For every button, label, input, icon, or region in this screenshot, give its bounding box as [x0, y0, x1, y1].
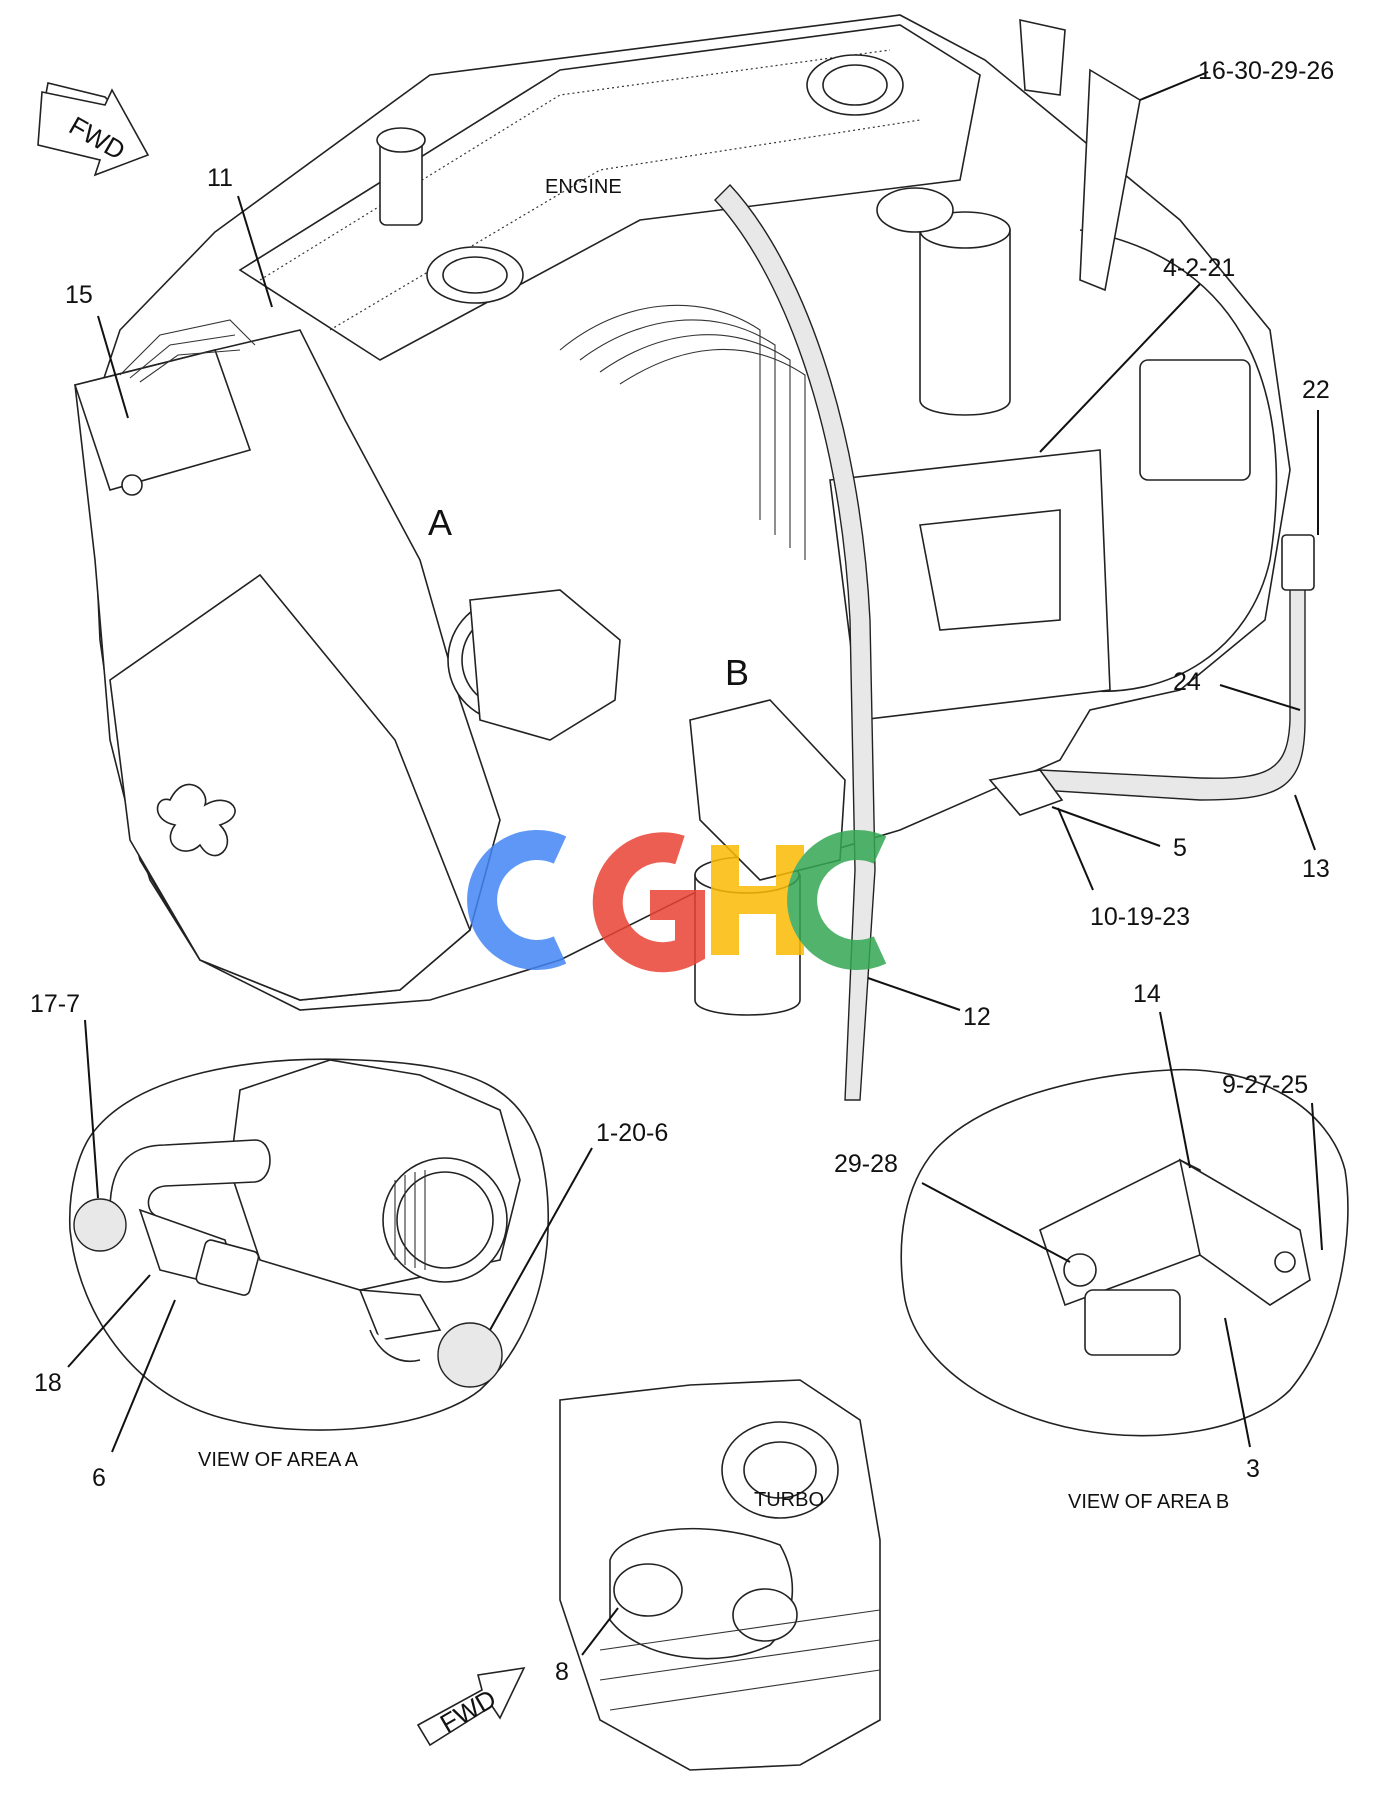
callout-3: 3	[1246, 1455, 1260, 1483]
callout-6: 6	[92, 1464, 106, 1492]
engine-label: ENGINE	[545, 176, 622, 198]
turbo-view-illustration	[559, 1379, 881, 1771]
callout-8: 8	[555, 1658, 569, 1686]
view-area-a-illustration	[68, 1058, 549, 1431]
watermark-letter-g	[592, 832, 705, 973]
callout-12: 12	[963, 1003, 991, 1031]
callout-13: 13	[1302, 855, 1330, 883]
callout-1-20-6: 1-20-6	[596, 1119, 668, 1147]
callout-16-30-29-26: 16-30-29-26	[1198, 57, 1334, 85]
callout-17-7: 17-7	[30, 990, 80, 1018]
watermark-letter-c1	[467, 830, 567, 970]
callout-24: 24	[1173, 668, 1201, 696]
callout-9-27-25: 9-27-25	[1222, 1071, 1308, 1099]
fwd-arrow-top: FWD	[37, 82, 150, 177]
callout-10-19-23: 10-19-23	[1090, 903, 1190, 931]
turbo-label: TURBO	[754, 1489, 824, 1511]
watermark-letter-c2	[787, 830, 887, 970]
view-marker-a: A	[428, 502, 452, 543]
view-a-caption: VIEW OF AREA A	[198, 1449, 359, 1471]
view-b-caption: VIEW OF AREA B	[1068, 1491, 1229, 1513]
leader-lines	[67, 71, 1323, 1656]
callout-18: 18	[34, 1369, 62, 1397]
engine-illustration	[73, 14, 1315, 1101]
callout-14: 14	[1133, 980, 1161, 1008]
callout-15: 15	[65, 281, 93, 309]
callout-4-2-21: 4-2-21	[1163, 254, 1235, 282]
callout-5: 5	[1173, 834, 1187, 862]
callout-11: 11	[207, 164, 233, 192]
callout-22: 22	[1302, 376, 1330, 404]
view-area-b-illustration	[900, 1068, 1349, 1437]
view-marker-b: B	[725, 652, 749, 693]
callouts: 16-30-29-26 11 15 4-2-21 22 24 5 13 10-1…	[30, 57, 1334, 1686]
watermark-logo	[467, 830, 887, 973]
callout-29-28: 29-28	[834, 1150, 898, 1178]
fwd-arrow-bottom: FWD	[416, 1666, 526, 1747]
